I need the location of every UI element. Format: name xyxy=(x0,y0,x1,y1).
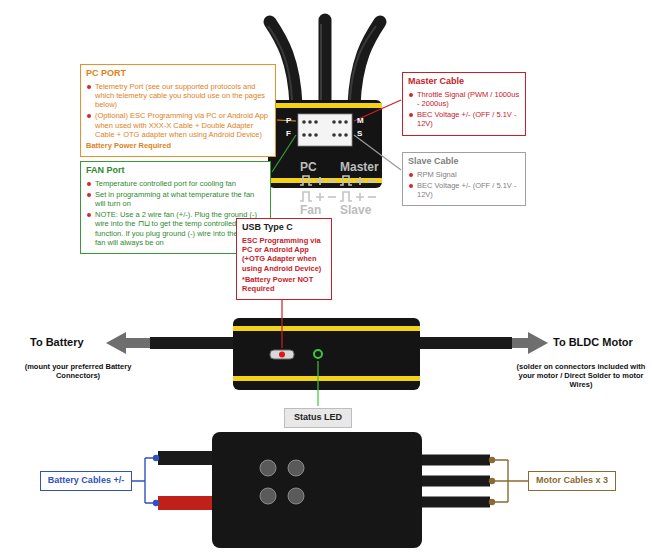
callout-heading: FAN Port xyxy=(86,165,265,176)
usb-c-port xyxy=(270,350,294,359)
battery-cable xyxy=(150,337,236,349)
esc-body-top xyxy=(268,100,382,188)
port-pins xyxy=(302,120,348,137)
yellow-stripe xyxy=(268,103,382,108)
callout-box: USB Type C ESC Programming via PC or Andr… xyxy=(236,218,332,300)
callout-box: PC PORT Telemetry Port (see our supported… xyxy=(80,64,276,157)
port-letter: M xyxy=(357,116,364,126)
callout-box: Status LED xyxy=(284,408,352,428)
callout-heading: PC PORT xyxy=(86,68,270,79)
leader-line xyxy=(281,300,282,348)
arrow-right xyxy=(512,332,548,354)
motor-cable xyxy=(418,497,490,508)
terminal-dot xyxy=(153,455,159,461)
port-panel xyxy=(298,114,352,146)
leader-line xyxy=(317,361,318,406)
port-letter: P xyxy=(286,116,291,126)
pin-legend-label: PC xyxy=(300,160,317,174)
pin-legend-label: Fan xyxy=(300,203,321,217)
port-letter: F xyxy=(286,129,291,139)
callout-heading: Battery Cables +/- xyxy=(46,475,126,486)
motor-cable xyxy=(418,337,512,349)
yellow-stripe xyxy=(233,326,420,331)
terminal-dot xyxy=(489,478,495,484)
callout-text: ESC Programming via PC or Android App (+… xyxy=(242,236,326,273)
yellow-stripe xyxy=(268,178,382,183)
callout-box: Motor Cables x 3 xyxy=(528,471,616,491)
callout-text: Temperature controlled port for cooling … xyxy=(86,179,265,188)
esc-body-side xyxy=(233,318,420,390)
callout-heading: Master Cable xyxy=(408,76,520,87)
direction-label: To BLDC Motor xyxy=(553,336,645,349)
terminal-dot xyxy=(489,457,495,463)
callout-text: (Optional) ESC Programming via PC or And… xyxy=(86,111,270,138)
callout-heading: Motor Cables x 3 xyxy=(534,475,610,486)
terminal-dot xyxy=(153,500,159,506)
port-letter: S xyxy=(357,129,362,139)
callout-text: Telemetry Port (see our supported protoc… xyxy=(86,82,270,109)
cable-highlights xyxy=(268,24,376,100)
pin-legend-label: Slave xyxy=(340,203,371,217)
callout-text: Set in programming at what temperature t… xyxy=(86,190,265,208)
callout-box: Master CableThrottle Signal (PWM / 1000u… xyxy=(402,72,526,136)
usb-marker xyxy=(279,352,285,358)
callout-box: Slave CableRPM SignalBEC Voltage +/- (OF… xyxy=(402,152,526,206)
callout-heading: Status LED xyxy=(290,412,346,423)
pin-legend-symbols xyxy=(300,176,376,201)
battery-cable-negative xyxy=(158,451,218,465)
callout-text: RPM Signal xyxy=(408,170,520,179)
motor-cable xyxy=(418,455,490,466)
callout-text: Throttle Signal (PWM / 1000us - 2000us) xyxy=(408,90,520,108)
callout-text: BEC Voltage +/- (OFF / 5.1V - 12V) xyxy=(408,110,520,128)
note-label: (mount your preferred Battery Connectors… xyxy=(22,362,134,380)
direction-label: To Battery xyxy=(30,336,104,349)
callout-heading: USB Type C xyxy=(242,222,326,233)
arrow-left xyxy=(106,332,150,354)
callout-box: Battery Cables +/- xyxy=(40,471,132,491)
status-led xyxy=(314,350,322,358)
callout-text: Battery Power Required xyxy=(86,141,270,150)
callout-text: *Battery Power NOT Required xyxy=(242,275,326,293)
yellow-stripe xyxy=(233,376,420,381)
callout-text: BEC Voltage +/- (OFF / 5.1V - 12V) xyxy=(408,181,520,199)
terminal-dot xyxy=(489,499,495,505)
screws xyxy=(260,460,304,504)
note-label: (solder on connectors included with your… xyxy=(516,362,646,389)
pin-legend-label: Master xyxy=(340,160,379,174)
motor-cable xyxy=(418,476,490,487)
motor-bracket xyxy=(493,460,528,502)
battery-bracket xyxy=(132,458,155,503)
esc-body-top-view xyxy=(212,432,422,548)
battery-cable-positive xyxy=(158,496,218,510)
callout-heading: Slave Cable xyxy=(408,156,520,167)
